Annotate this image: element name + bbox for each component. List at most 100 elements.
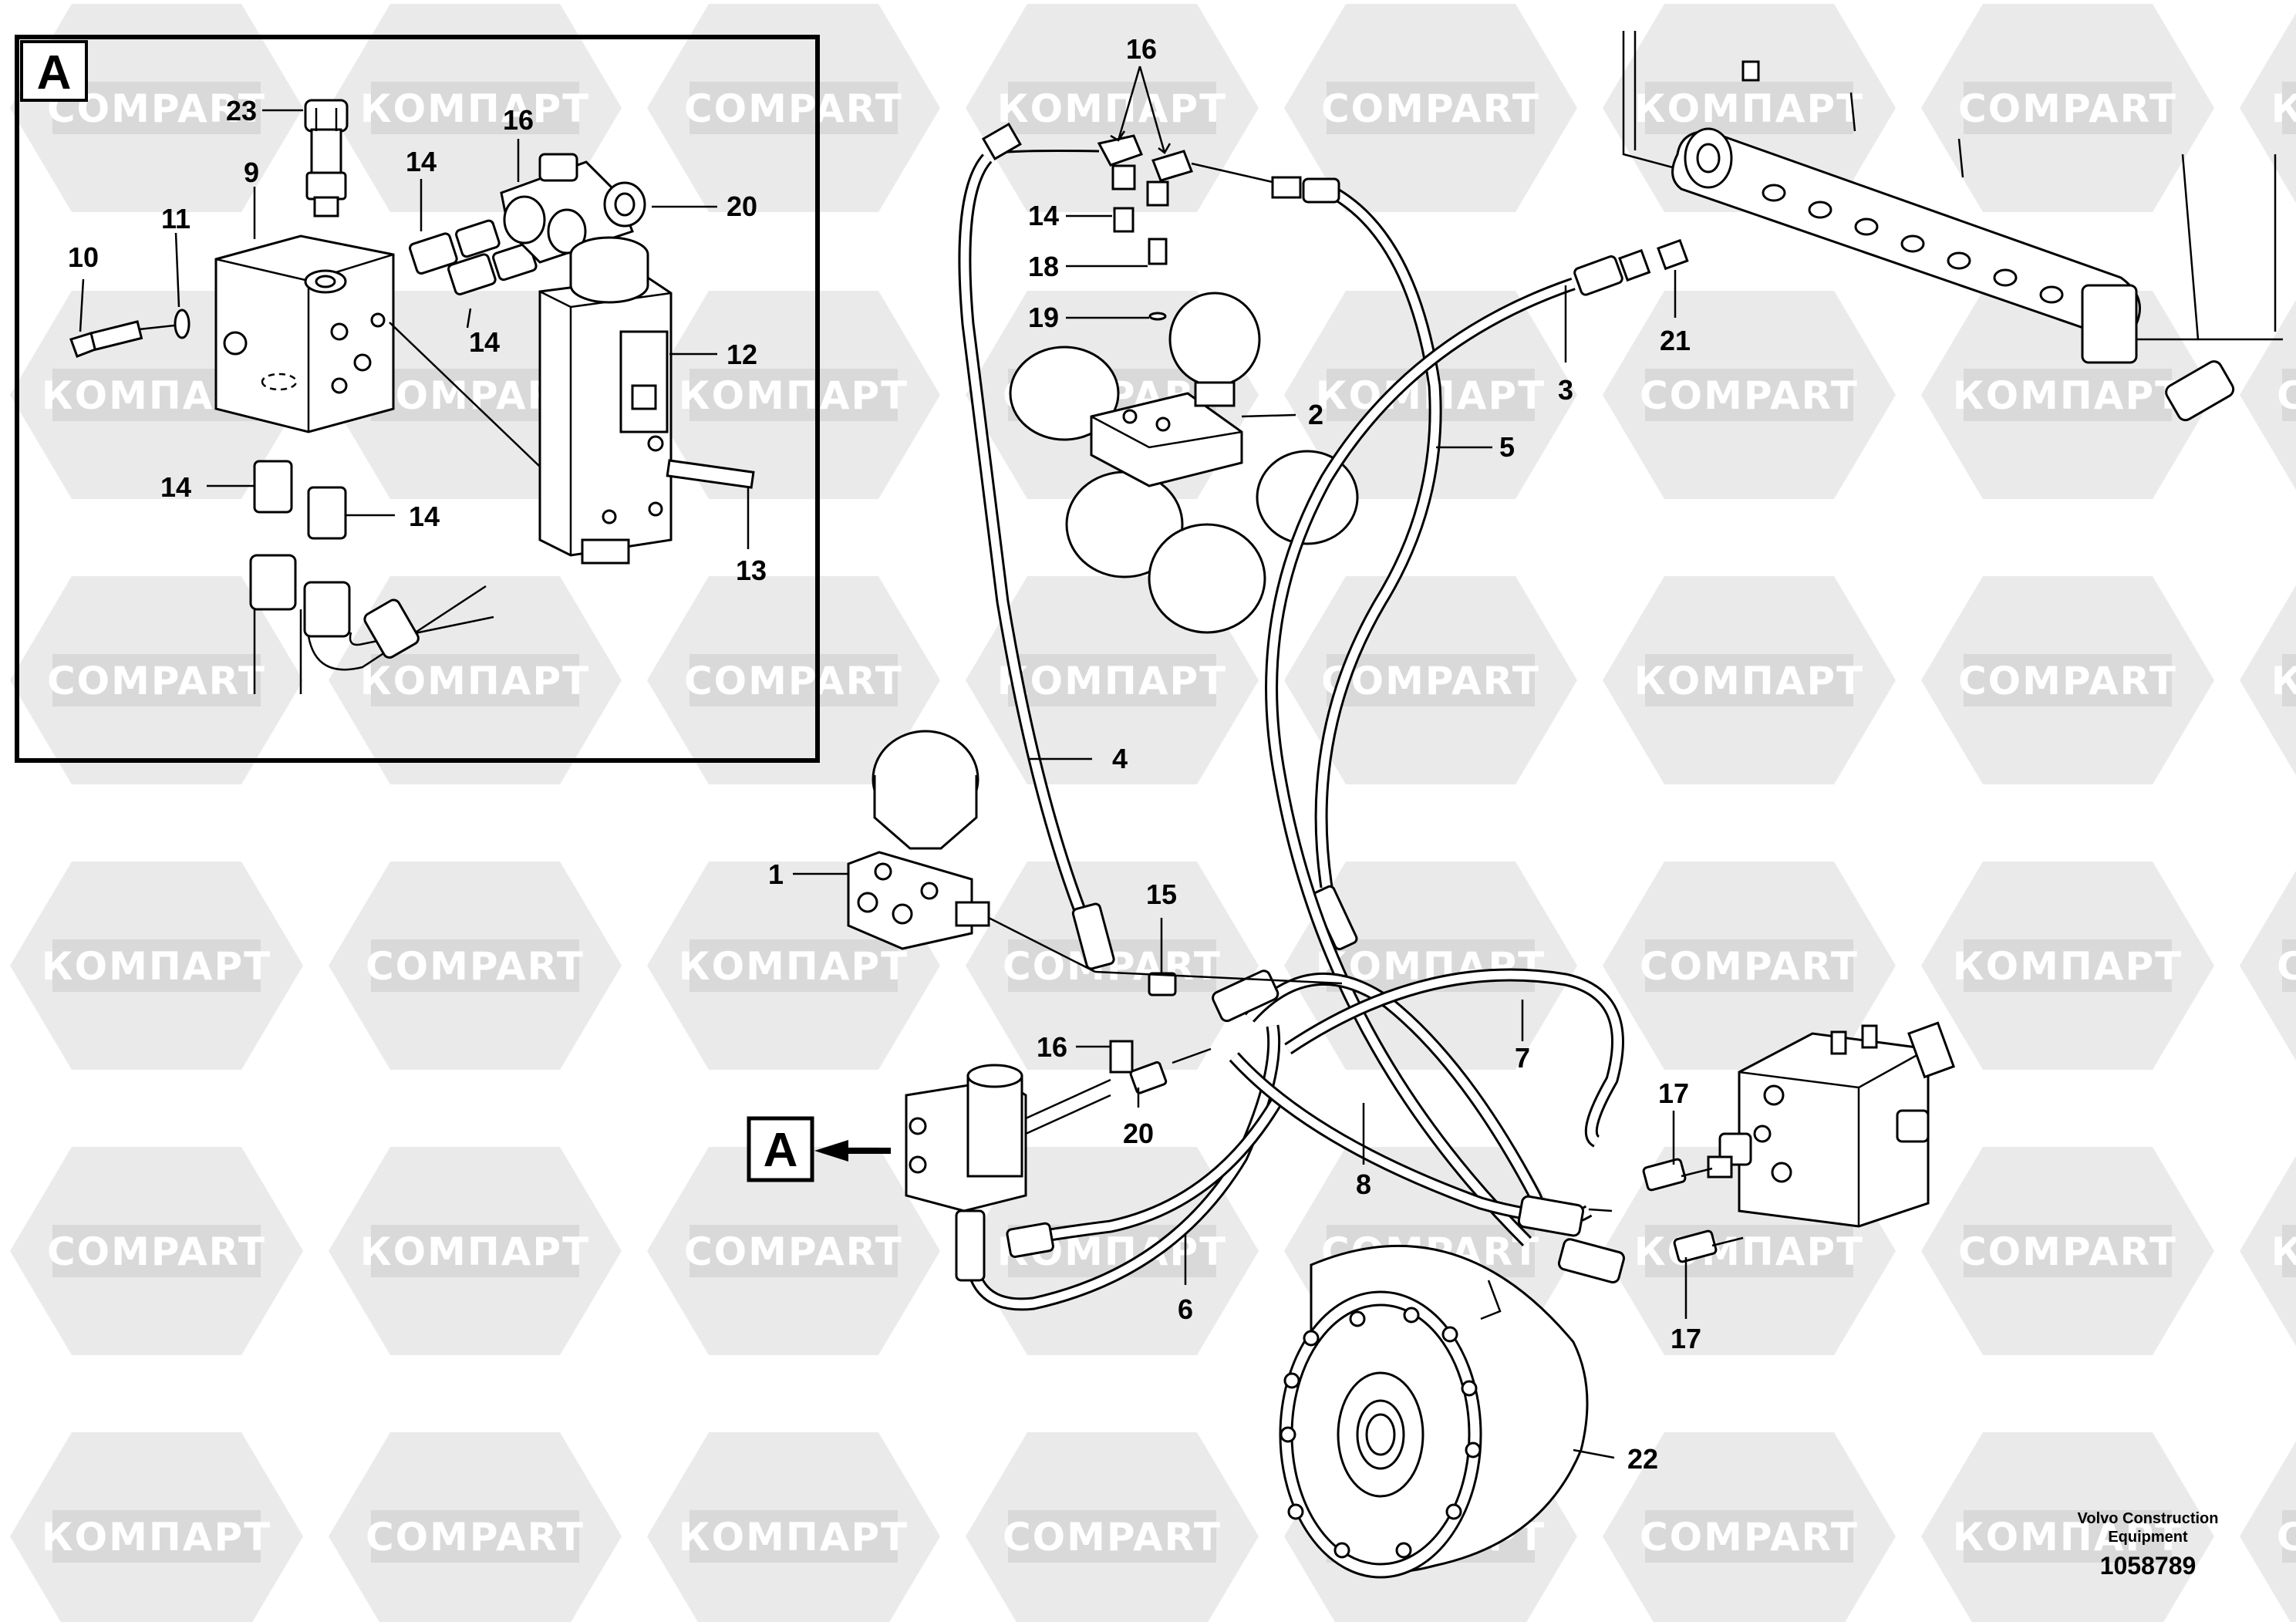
watermark-text: COMPART bbox=[1958, 86, 2177, 131]
watermark-text: COMPART bbox=[1640, 1515, 1859, 1560]
bolt-icon bbox=[69, 320, 143, 358]
callout-4: 4 bbox=[1112, 743, 1128, 774]
main-leader-lines bbox=[793, 66, 1687, 1459]
watermark-tile: COMPART bbox=[647, 4, 940, 212]
pressure-sensor-icon bbox=[304, 99, 349, 218]
callout-10: 10 bbox=[68, 241, 99, 273]
callout-19: 19 bbox=[1028, 302, 1059, 333]
callout-14e: 14 bbox=[1028, 200, 1059, 231]
callout-6: 6 bbox=[1178, 1293, 1193, 1325]
watermark-tile: COMPART bbox=[1284, 576, 1577, 784]
watermark-tile: COMPART bbox=[1603, 291, 1896, 499]
hose-8-icon bbox=[1229, 1052, 1625, 1284]
watermark-tile: COMPART bbox=[329, 862, 622, 1070]
view-a-arrow-icon bbox=[814, 1140, 891, 1162]
callout-2: 2 bbox=[1308, 399, 1323, 430]
detail-a-label-box bbox=[20, 40, 88, 102]
watermark-tile: COMPART bbox=[10, 576, 303, 784]
watermark-tile: COMPART bbox=[1921, 1147, 2214, 1355]
callout-15: 15 bbox=[1146, 878, 1177, 910]
watermark-tile: КОМПАРТ bbox=[329, 576, 622, 784]
callout-14d: 14 bbox=[409, 501, 440, 532]
callout-14a: 14 bbox=[406, 146, 437, 177]
callout-20b: 20 bbox=[1123, 1118, 1154, 1149]
watermark-tile: КОМПАРТ bbox=[1921, 291, 2214, 499]
solenoid-valve-icon bbox=[538, 236, 673, 565]
drawing-credit: Volvo Construction Equipment 1058789 bbox=[2078, 1510, 2219, 1580]
watermark-text: COMPART bbox=[366, 944, 585, 989]
callout-17a: 17 bbox=[1658, 1077, 1689, 1109]
watermark-text: COMPART bbox=[1321, 659, 1540, 703]
watermark-tile: КОМПАРТ bbox=[647, 1432, 940, 1622]
watermark-tile: COMPART bbox=[1284, 4, 1577, 212]
watermark-text: COMPART bbox=[47, 1229, 266, 1274]
watermark-text: COMPART bbox=[684, 659, 903, 703]
callout-12: 12 bbox=[727, 339, 757, 370]
watermark-tile: КОМПАРТ bbox=[1921, 862, 2214, 1070]
watermark-text: COMPART bbox=[1003, 1515, 1222, 1560]
adapter-fitting-icon bbox=[1642, 1158, 1744, 1263]
watermark-text: КОМПАРТ bbox=[42, 1515, 271, 1560]
watermark-text: КОМПАРТ bbox=[2271, 1229, 2296, 1274]
watermark-text: COMPART bbox=[2277, 944, 2296, 989]
brake-accumulator-valve-icon bbox=[847, 730, 1096, 973]
watermark-text: COMPART bbox=[1958, 1229, 2177, 1274]
callout-16b: 16 bbox=[1126, 33, 1157, 65]
callout-3: 3 bbox=[1558, 374, 1573, 406]
watermark-text: COMPART bbox=[1321, 86, 1540, 131]
screw-icon bbox=[666, 459, 755, 489]
callout-7: 7 bbox=[1515, 1042, 1530, 1074]
watermark-tile: КОМПАРТ bbox=[10, 1432, 303, 1622]
leader-lines bbox=[79, 109, 750, 549]
callout-11: 11 bbox=[161, 203, 190, 234]
watermark-text: КОМПАРТ bbox=[360, 1229, 590, 1274]
detail-a-inset: A bbox=[15, 35, 820, 763]
watermark-text: КОМПАРТ bbox=[42, 944, 271, 989]
watermark-text: COMPART bbox=[684, 86, 903, 131]
watermark-tile: COMPART bbox=[1921, 4, 2214, 212]
hose-3-icon bbox=[1265, 238, 1689, 1247]
watermark-tile: COMPART bbox=[647, 576, 940, 784]
watermark-tile: COMPART bbox=[2240, 870, 2296, 1061]
watermark-tile: КОМПАРТ bbox=[2240, 585, 2296, 776]
watermark-text: COMPART bbox=[2277, 1515, 2296, 1560]
callout-16a: 16 bbox=[503, 104, 534, 136]
hose-4-icon bbox=[958, 122, 1115, 970]
watermark-tile: COMPART bbox=[2240, 1441, 2296, 1622]
watermark-text: КОМПАРТ bbox=[360, 659, 590, 703]
watermark-tile: COMPART bbox=[966, 862, 1259, 1070]
fitting-icon bbox=[409, 219, 538, 295]
tee-fitting-icon bbox=[1097, 134, 1193, 321]
watermark-tile: КОМПАРТ bbox=[10, 862, 303, 1070]
watermark-text: КОМПАРТ bbox=[679, 944, 909, 989]
accumulator-assembly-icon bbox=[1009, 292, 1359, 634]
watermark-text: КОМПАРТ bbox=[1953, 1515, 2183, 1560]
watermark-text: COMPART bbox=[47, 659, 266, 703]
view-a-label-box bbox=[747, 1116, 814, 1182]
watermark-text: COMPART bbox=[1958, 659, 2177, 703]
watermark-text: КОМПАРТ bbox=[2271, 659, 2296, 703]
watermark-text: COMPART bbox=[1640, 944, 1859, 989]
manifold-tube-icon bbox=[1622, 31, 2283, 422]
view-a-letter: A bbox=[764, 1124, 798, 1177]
watermark-tile: COMPART bbox=[329, 1432, 622, 1622]
valve-block-right-icon bbox=[1707, 1021, 1956, 1228]
callout-13: 13 bbox=[736, 555, 767, 586]
solenoid-valve-assembly-icon bbox=[905, 1064, 1111, 1212]
drawing-number: 1058789 bbox=[2100, 1552, 2197, 1580]
watermark-tile: COMPART bbox=[10, 1147, 303, 1355]
callout-9: 9 bbox=[244, 157, 259, 188]
washer-icon bbox=[174, 309, 190, 339]
valve-block-icon bbox=[214, 234, 395, 433]
watermark-text: КОМПАРТ bbox=[1634, 659, 1864, 703]
callout-22: 22 bbox=[1627, 1443, 1658, 1475]
watermark-text: COMPART bbox=[684, 1229, 903, 1274]
watermark-tile: COMPART bbox=[1603, 1432, 1896, 1622]
watermark-text: КОМПАРТ bbox=[1953, 373, 2183, 418]
watermark-text: КОМПАРТ bbox=[997, 659, 1227, 703]
watermark-tile: COMPART bbox=[1921, 576, 2214, 784]
callout-1: 1 bbox=[768, 858, 784, 890]
watermark-text: COMPART bbox=[1640, 373, 1859, 418]
center-fittings-icon bbox=[1094, 970, 1343, 1094]
